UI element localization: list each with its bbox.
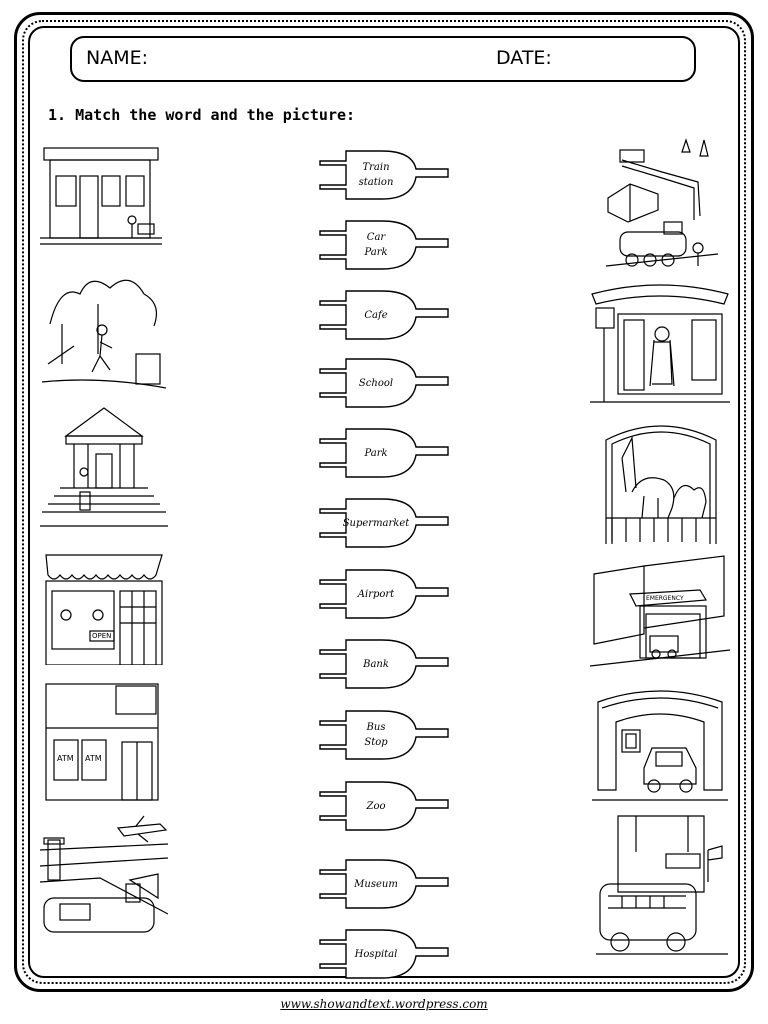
word-plug: Cafe (316, 287, 450, 343)
supermarket-picture (40, 140, 162, 252)
word-plug: Bus Stop (316, 707, 450, 763)
plug-shape (319, 150, 449, 200)
open-sign-text: OPEN (92, 632, 112, 640)
plug-shape (319, 220, 449, 270)
word-plug: Airport (316, 566, 450, 622)
plug-label: Museum (354, 878, 398, 890)
hospital-picture: EMERGENCY (590, 554, 730, 672)
car-park-picture (592, 686, 728, 804)
cafe-picture: OPEN (40, 545, 166, 665)
plug-label: Train station (358, 162, 394, 188)
worksheet-dotted-border (22, 20, 746, 984)
plug-label: Zoo (366, 800, 386, 812)
plug-label: Cafe (364, 309, 388, 321)
emergency-sign-text: EMERGENCY (646, 595, 684, 602)
word-plug: Museum (316, 856, 450, 912)
word-plug: Park (316, 425, 450, 481)
atm-sign-text-1: ATM (57, 754, 74, 763)
word-plug: Bank (316, 636, 450, 692)
word-plug: Zoo (316, 778, 450, 834)
name-date-box (70, 36, 696, 82)
park-picture (40, 264, 168, 394)
plug-label: Supermarket (342, 517, 410, 529)
zoo-picture (602, 418, 720, 546)
bank-picture: ATM ATM (44, 682, 160, 802)
instruction-heading: 1. Match the word and the picture: (48, 106, 356, 124)
plug-shape (319, 290, 449, 340)
atm-sign-text-2: ATM (85, 754, 102, 763)
plug-shape (319, 639, 449, 689)
plug-shape (319, 358, 449, 408)
word-plug: School (316, 355, 450, 411)
train-station-picture (602, 136, 720, 270)
word-plug: Car Park (316, 217, 450, 273)
airport-picture (40, 814, 168, 944)
plug-label: Bank (363, 658, 389, 670)
plug-shape (319, 859, 449, 909)
plug-label: Park (364, 447, 388, 459)
worksheet-border (14, 12, 754, 992)
plug-shape (319, 710, 449, 760)
plug-shape (319, 781, 449, 831)
word-plug: Train station (316, 147, 450, 203)
plug-label: Hospital (354, 948, 398, 960)
word-plug: Supermarket (316, 495, 450, 551)
plug-label: School (358, 377, 394, 389)
school-picture (596, 812, 728, 958)
footer-url: www.showandtext.wordpress.com (280, 997, 488, 1011)
plug-label: Airport (357, 588, 395, 600)
plug-label: Bus Stop (364, 722, 388, 748)
plug-shape (319, 569, 449, 619)
bus-stop-picture (590, 280, 730, 408)
museum-picture (40, 402, 168, 532)
date-label: DATE: (496, 47, 552, 69)
name-label: NAME: (86, 47, 149, 69)
plug-shape (319, 428, 449, 478)
plug-label: Car Park (364, 232, 388, 258)
plug-shape (319, 498, 449, 548)
word-plug: Hospital (316, 926, 450, 982)
plug-shape (319, 929, 449, 979)
